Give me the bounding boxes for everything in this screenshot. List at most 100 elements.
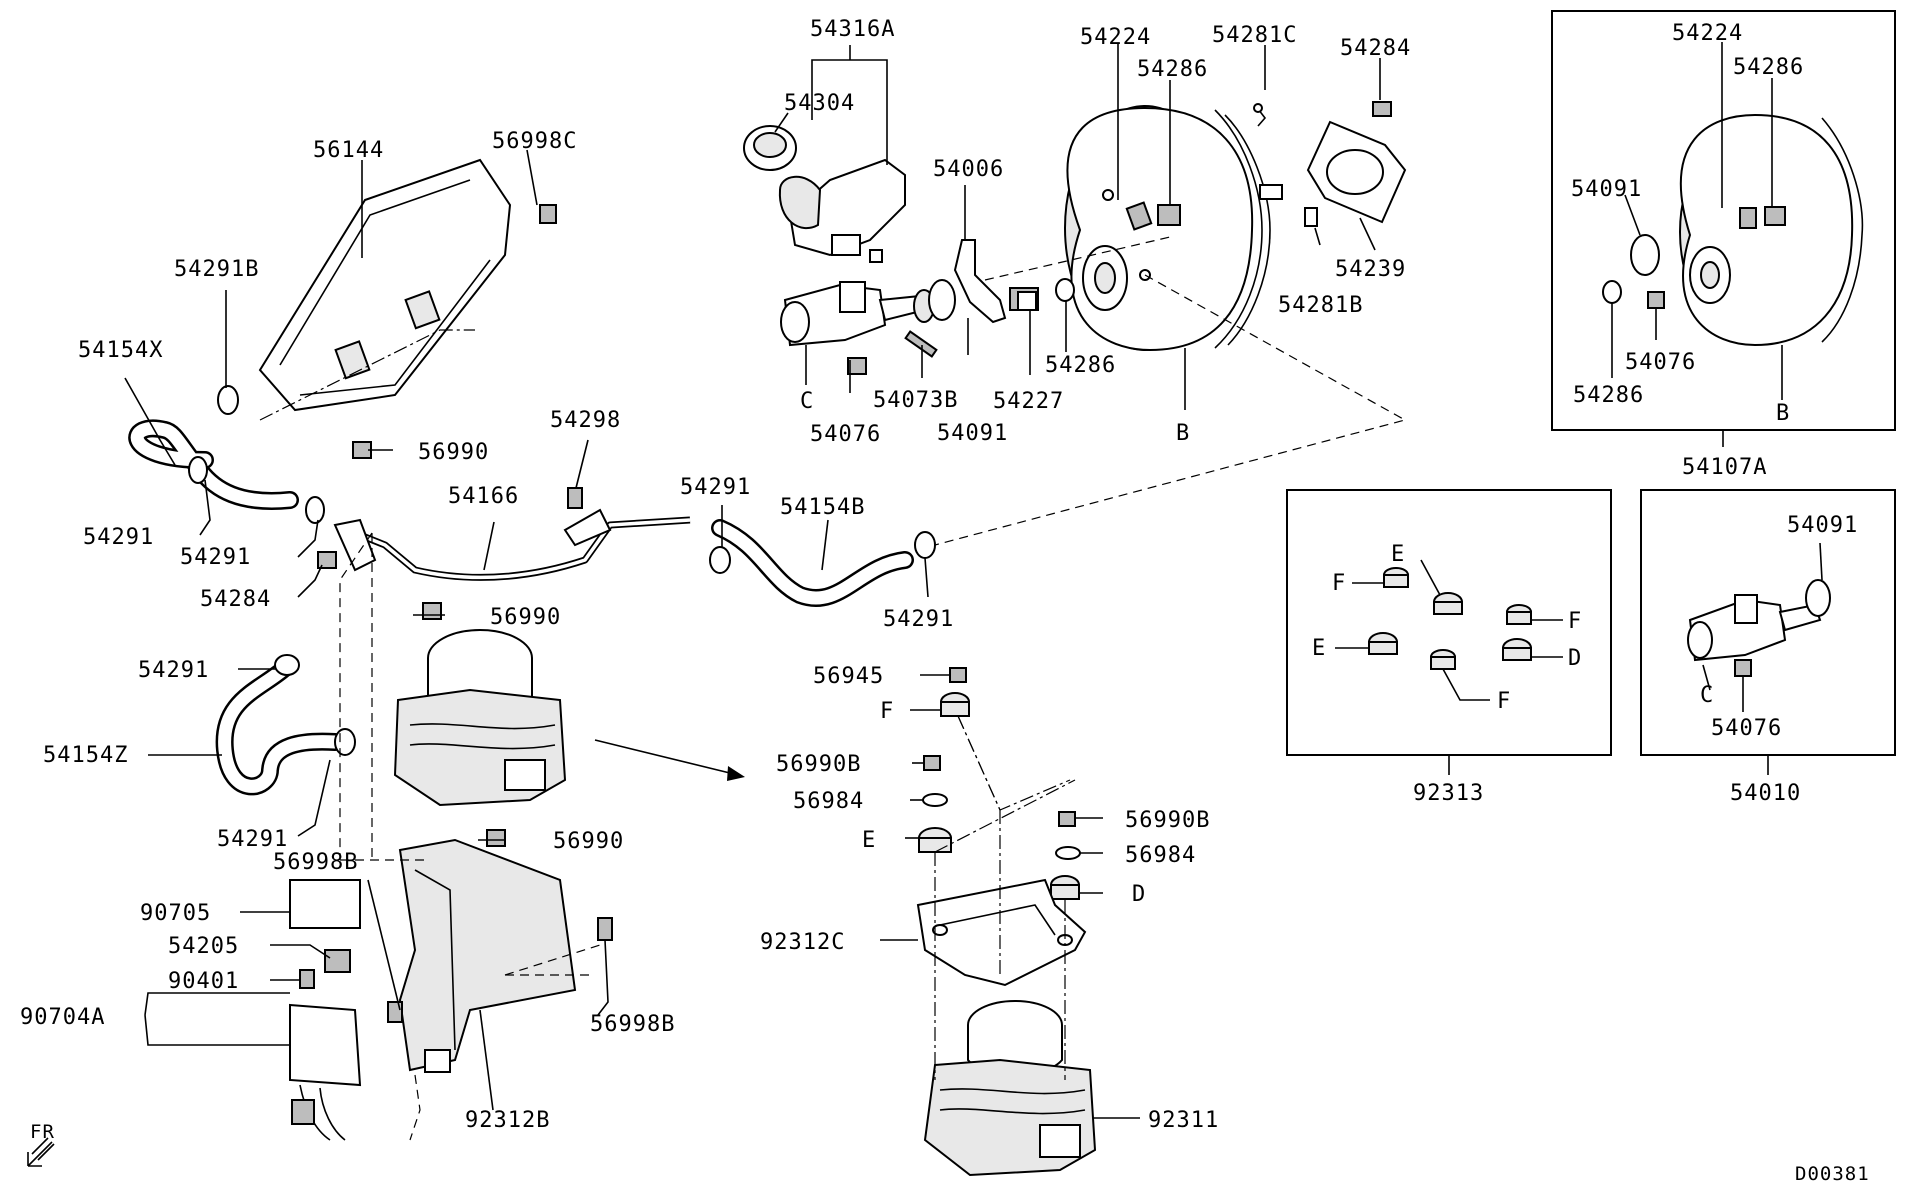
label-56990B-b: 56990B xyxy=(1125,808,1210,833)
inset-label-F-right: F xyxy=(1568,609,1582,634)
label-90401: 90401 xyxy=(168,969,239,994)
label-54281C: 54281C xyxy=(1212,23,1297,48)
clevis-54227 xyxy=(1009,287,1039,311)
relay-54205 xyxy=(324,949,351,973)
bolt-56998B-a xyxy=(387,1001,403,1023)
label-56990-c: 56990 xyxy=(553,829,624,854)
inset-caption-92313: 92313 xyxy=(1413,781,1484,806)
label-54205: 54205 xyxy=(168,934,239,959)
label-56990-b: 56990 xyxy=(490,605,561,630)
callout-labels: 54316A 54304 54006 54224 54286 54281C 54… xyxy=(20,17,1870,1185)
label-54224: 54224 xyxy=(1080,25,1151,50)
nut-54076 xyxy=(847,357,867,375)
cover-56144 xyxy=(258,158,512,412)
inset-label-54091: 54091 xyxy=(1571,177,1642,202)
label-54291-d: 54291 xyxy=(883,607,954,632)
label-56998B-b: 56998B xyxy=(590,1012,675,1037)
harness-90704A xyxy=(289,1003,362,1141)
hydraulic-unit-92311 xyxy=(923,1000,1097,1177)
label-92312C: 92312C xyxy=(760,930,845,955)
inset-mc-label-54091: 54091 xyxy=(1787,513,1858,538)
label-56144: 56144 xyxy=(313,138,384,163)
label-56998C: 56998C xyxy=(492,129,577,154)
booster-gasket xyxy=(1306,120,1407,224)
insulator-E xyxy=(918,827,952,853)
nut-56990B-b xyxy=(1058,811,1076,827)
label-54073B: 54073B xyxy=(873,388,958,413)
nut-54284-mid xyxy=(317,551,337,569)
nut-56990B-a xyxy=(923,755,941,771)
inset-caption-54010: 54010 xyxy=(1730,781,1801,806)
master-cylinder xyxy=(780,279,956,375)
inset-label-E-top: E xyxy=(1391,542,1405,567)
fr-label: FR xyxy=(30,1121,55,1143)
label-54154Z: 54154Z xyxy=(43,743,128,768)
label-54091-main: 54091 xyxy=(937,421,1008,446)
bolt-56998B-b xyxy=(597,917,613,941)
inset-booster-drawing xyxy=(1602,113,1864,347)
label-54284-mid: 54284 xyxy=(200,587,271,612)
nut-56990-c xyxy=(486,829,506,847)
inset-mc-label-54076: 54076 xyxy=(1711,716,1782,741)
label-92311: 92311 xyxy=(1148,1108,1219,1133)
label-54298: 54298 xyxy=(550,408,621,433)
label-54291-a: 54291 xyxy=(83,525,154,550)
front-direction-arrow xyxy=(27,1137,55,1167)
label-54227: 54227 xyxy=(993,389,1064,414)
bracket-92312B xyxy=(398,838,577,1073)
reservoir-cap-54304 xyxy=(743,125,797,171)
inset-label-E-left: E xyxy=(1312,636,1326,661)
inset-label-54286-top: 54286 xyxy=(1733,55,1804,80)
label-E-a: E xyxy=(862,828,876,853)
label-54291B: 54291B xyxy=(174,257,259,282)
label-54291-c: 54291 xyxy=(680,475,751,500)
hose-54154Z xyxy=(215,659,344,796)
insulator-D xyxy=(1050,875,1080,900)
label-54166: 54166 xyxy=(448,484,519,509)
washer-54286 xyxy=(1055,278,1075,302)
inset-box-mount-kit xyxy=(1286,489,1612,756)
bracket-54006 xyxy=(953,239,1007,324)
label-54076-main: 54076 xyxy=(810,422,881,447)
inset-label-54224: 54224 xyxy=(1672,21,1743,46)
inset-o-ring-54091 xyxy=(1630,234,1660,276)
label-54291-e: 54291 xyxy=(138,658,209,683)
label-54316A: 54316A xyxy=(810,17,895,42)
label-54284-top: 54284 xyxy=(1340,36,1411,61)
leader-lines xyxy=(124,42,1823,1141)
pin-54281C xyxy=(1253,103,1267,127)
label-56990-a: 56990 xyxy=(418,440,489,465)
hose-54154X xyxy=(128,419,299,510)
bolt-56945 xyxy=(949,667,967,683)
bolt-54281B xyxy=(1304,207,1318,227)
label-54281B: 54281B xyxy=(1278,293,1363,318)
direction-arrow xyxy=(594,739,745,781)
washer-56984-b xyxy=(1055,846,1081,860)
inset-label-D: D xyxy=(1568,646,1582,671)
label-54304: 54304 xyxy=(784,91,855,116)
diagram-code: D00381 xyxy=(1795,1163,1870,1185)
label-92312B: 92312B xyxy=(465,1108,550,1133)
label-54286-top: 54286 xyxy=(1137,57,1208,82)
bolt-54073B xyxy=(904,330,938,358)
inset-label-54076: 54076 xyxy=(1625,350,1696,375)
inset-mounts-drawing xyxy=(1368,567,1532,670)
inset-caption-54107A: 54107A xyxy=(1682,455,1767,480)
label-F-a: F xyxy=(880,699,894,724)
label-54239: 54239 xyxy=(1335,257,1406,282)
fuse-90401 xyxy=(299,969,315,989)
label-B-main: B xyxy=(1176,421,1190,446)
inset-mc-drawing xyxy=(1687,579,1831,677)
inset-label-F-top: F xyxy=(1332,571,1346,596)
label-C-main: C xyxy=(800,389,814,414)
inset-label-F-bottom: F xyxy=(1497,689,1511,714)
o-ring-54091 xyxy=(928,279,956,321)
label-90705: 90705 xyxy=(140,901,211,926)
inset-label-B: B xyxy=(1776,401,1790,426)
inset-nut-54076 xyxy=(1647,291,1665,309)
clip-54291B xyxy=(217,385,239,415)
hose-54154B xyxy=(711,519,914,607)
label-54291-b: 54291 xyxy=(180,545,251,570)
insulator-F xyxy=(940,692,970,717)
label-56984-a: 56984 xyxy=(793,789,864,814)
